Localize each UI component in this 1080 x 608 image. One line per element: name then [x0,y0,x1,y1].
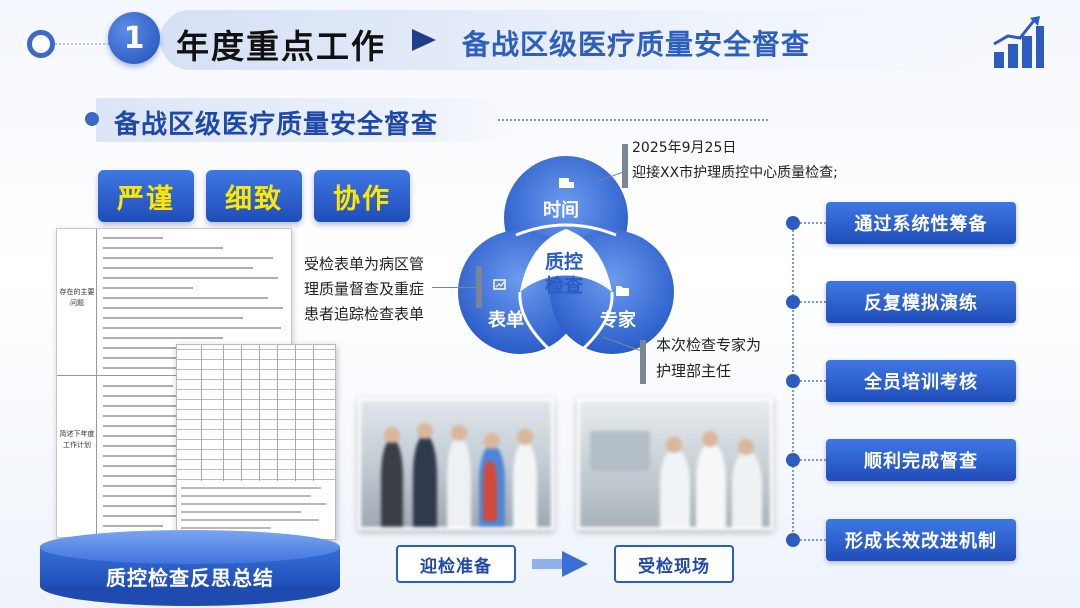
step-dot-5 [786,533,800,547]
step-dot-2 [786,295,800,309]
step-systematic-preparation: 通过系统性筹备 [826,202,1016,244]
callout-expert-line2: 护理部主任 [656,362,732,380]
podium-top [40,530,340,564]
header-band [160,10,990,70]
venn-label-form: 表单 [488,309,524,331]
callout-form-line3: 患者追踪检查表单 [304,305,425,323]
callout-expert-bar [640,340,646,384]
callout-time-bar [622,144,628,188]
step-staff-training: 全员培训考核 [826,360,1016,402]
photo-inspection-site [577,398,773,530]
callout-form: 受检表单为病区管 理质量督查及重症 患者追踪检查表单 [304,252,440,327]
venn-center-line2: 检查 [545,274,584,297]
doc-row1-label: 存在的主要问题 [59,288,95,307]
step-complete-inspection: 顺利完成督查 [826,439,1016,481]
photo-inspection-preparation [358,398,554,530]
tag-meticulous: 细致 [206,170,302,222]
venn-center-line1: 质控 [545,250,583,273]
callout-form-connector [432,287,480,288]
section-dot-icon [85,112,99,126]
step-connector-2 [800,301,826,303]
step-dot-1 [786,216,800,230]
section-title: 备战区级医疗质量安全督查 [114,110,439,140]
callout-time: 2025年9月25日 迎接XX市护理质控中心质量检查; [632,136,892,186]
step-connector-5 [800,539,826,541]
page-subtitle: 备战区级医疗质量安全督查 [462,28,811,61]
tag-collaboration: 协作 [314,170,410,222]
step-preparation-button[interactable]: 迎检准备 [396,545,516,583]
podium-label: 质控检查反思总结 [106,566,274,590]
venn-label-time: 时间 [543,200,579,221]
section-number-badge: 1 [108,12,160,64]
callout-form-line2: 理质量督查及重症 [304,280,425,298]
step-connector-4 [800,459,826,461]
page-title: 年度重点工作 [176,27,386,66]
venn-diagram: 时间 表单 专家 质控 检查 [458,156,674,354]
callout-time-date: 2025年9月25日 [632,140,737,156]
step-connector-3 [800,380,826,382]
step-repeated-drills: 反复模拟演练 [826,281,1016,323]
section-dotted-line [498,119,768,121]
folder-icon [616,286,629,296]
callout-time-event: 迎接XX市护理质控中心质量检查; [632,165,838,181]
callout-form-line1: 受检表单为病区管 [304,255,425,273]
step-dot-3 [786,374,800,388]
step-site-button[interactable]: 受检现场 [614,545,734,583]
header-ring-icon [27,30,55,58]
step-long-term-mechanism: 形成长效改进机制 [826,519,1016,561]
flow-arrow-icon [532,551,588,577]
checklist-table-document [176,344,336,540]
tag-rigorous: 严谨 [98,170,194,222]
growth-chart-icon [993,16,1044,68]
section-pill [96,98,516,142]
venn-center-area [520,229,612,292]
title-arrow-icon [412,29,436,51]
doc-row2-label: 简述下年度工作计划 [59,430,95,449]
venn-label-expert: 专家 [600,309,637,331]
chart-icon [493,279,506,290]
callout-expert: 本次检查专家为 护理部主任 [656,332,796,384]
callout-form-bar [476,266,482,308]
callout-expert-line1: 本次检查专家为 [656,336,762,354]
step-connector-1 [800,222,826,224]
building-icon [559,178,574,188]
step-dot-4 [786,453,800,467]
